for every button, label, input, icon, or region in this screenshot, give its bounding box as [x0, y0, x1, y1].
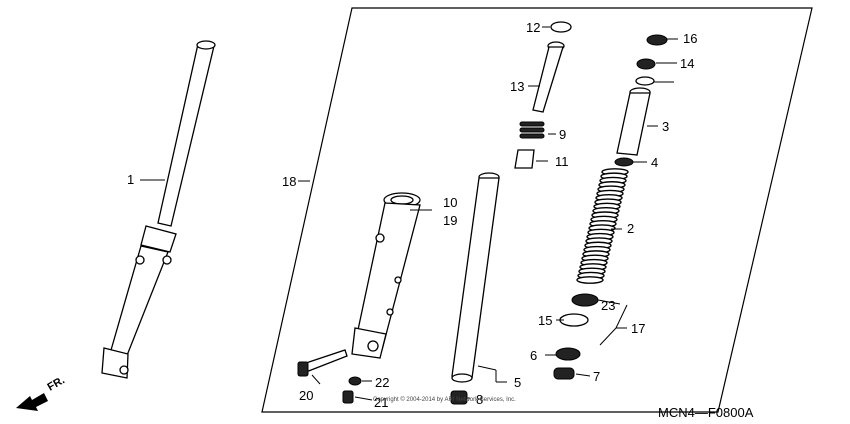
label-part-5: 5 — [514, 375, 521, 390]
part-6-oil-seal — [555, 347, 581, 361]
part-2-fork-spring — [576, 168, 629, 284]
label-part-14: 14 — [680, 56, 694, 71]
part-21-drain-bolt — [342, 390, 354, 404]
part-20-socket-bolt — [297, 349, 348, 377]
label-part-2: 2 — [627, 221, 634, 236]
part-23-back-up-ring — [571, 293, 599, 307]
label-part-7: 7 — [593, 369, 600, 384]
label-part-9: 9 — [559, 127, 566, 142]
label-part-8: 8 — [476, 392, 483, 407]
copyright-notice: Copyright © 2004-2014 by ARI Network Ser… — [373, 396, 516, 403]
label-part-4: 4 — [651, 155, 658, 170]
part-16-fork-cap — [646, 34, 668, 46]
label-part-20: 20 — [299, 388, 313, 403]
leader-lines — [140, 26, 678, 401]
label-part-23: 23 — [601, 298, 615, 313]
part-7-dust-seal — [553, 367, 575, 380]
figure-code: MCN4—F0800A — [658, 405, 754, 420]
part-22-washer — [348, 376, 362, 386]
spring-coil — [576, 276, 604, 284]
label-part-11: 11 — [555, 154, 569, 169]
label-part-12: 12 — [526, 20, 540, 35]
part-labels: 1 2 3 4 5 6 7 8 9 10 11 12 13 14 15 16 1… — [127, 20, 697, 410]
label-part-15: 15 — [538, 313, 552, 328]
group-boundary — [261, 7, 813, 413]
part-1-outer-fork — [101, 40, 216, 379]
label-part-22: 22 — [375, 375, 389, 390]
part-3-spacer-tube — [616, 87, 651, 156]
part-14-fork-bolt — [636, 58, 656, 70]
label-part-6: 6 — [530, 348, 537, 363]
label-part-10: 10 — [443, 195, 457, 210]
part-4-washer — [614, 157, 634, 167]
label-part-13: 13 — [510, 79, 524, 94]
label-part-3: 3 — [662, 119, 669, 134]
part-11-oil-lock-piece — [514, 149, 535, 169]
label-part-21: 21 — [374, 395, 388, 410]
front-direction-label: FR. — [46, 374, 67, 393]
part-24-o-ring — [635, 76, 655, 86]
part-5-inner-tube — [451, 172, 500, 383]
label-part-19: 19 — [443, 213, 457, 228]
part-13-fork-piston — [532, 41, 565, 113]
front-direction-arrow: FR. — [16, 374, 67, 411]
part-10-bottom-case — [351, 192, 421, 359]
part-12-piston-ring — [550, 21, 572, 33]
label-part-1: 1 — [127, 172, 134, 187]
part-15-stopper-ring — [559, 313, 589, 327]
label-part-18: 18 — [282, 174, 296, 189]
label-part-17: 17 — [631, 321, 645, 336]
label-part-16: 16 — [683, 31, 697, 46]
part-9-rebound-spring — [519, 121, 545, 139]
